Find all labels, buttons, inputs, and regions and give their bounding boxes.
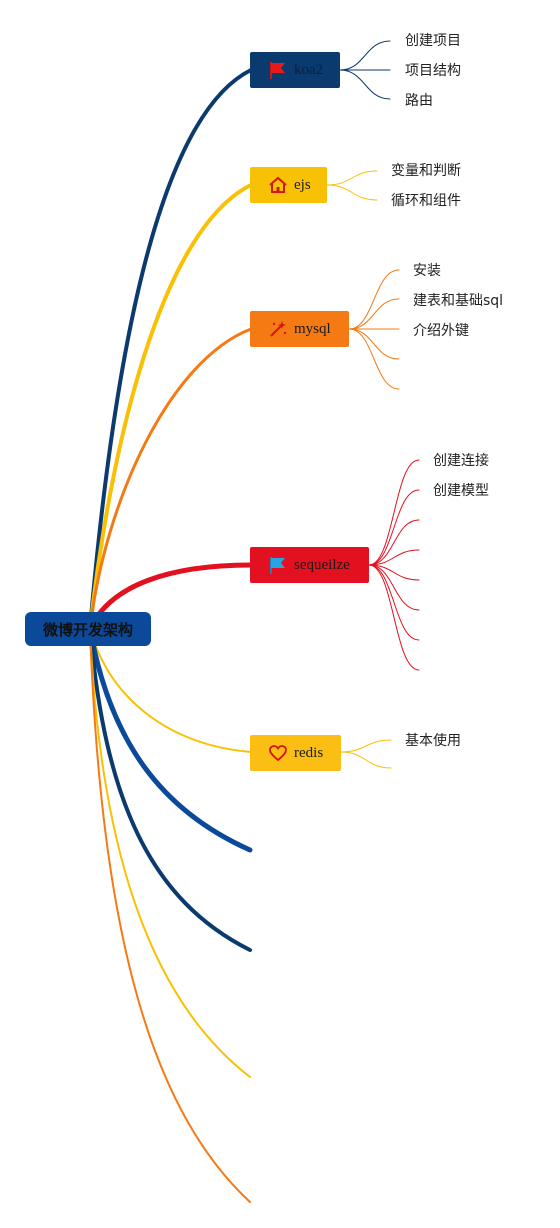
child-connector — [340, 751, 392, 769]
branch-koa2 — [88, 68, 253, 631]
branch-empty — [88, 627, 252, 952]
branch-mysql — [88, 327, 253, 631]
leaf-item[interactable]: 创建项目 — [405, 33, 461, 49]
magic-wand-icon — [268, 319, 288, 339]
heart-icon — [268, 743, 288, 763]
child-connector — [348, 328, 400, 360]
child-connector — [348, 298, 400, 330]
child-connector — [368, 564, 420, 611]
branch-redis — [89, 628, 252, 753]
child-connector — [340, 739, 392, 753]
root-topic-label: 微博开发架构 — [42, 620, 133, 639]
root-topic[interactable]: 微博开发架构 — [25, 612, 151, 646]
flag-icon — [268, 555, 288, 575]
branch-ejs — [88, 183, 253, 631]
leaf-item[interactable]: 创建模型 — [433, 483, 489, 499]
topic-redis[interactable]: redis — [250, 735, 341, 771]
topic-label: sequeilze — [294, 556, 350, 573]
child-lines — [326, 40, 420, 769]
topic-ejs[interactable]: ejs — [250, 167, 327, 203]
branch-empty — [89, 628, 251, 1078]
child-connector — [326, 170, 378, 186]
child-connector — [348, 269, 400, 330]
leaf-item[interactable]: 基本使用 — [405, 733, 461, 749]
leaf-item[interactable]: 安装 — [413, 263, 441, 279]
branch-empty — [87, 626, 253, 853]
flag-icon — [268, 60, 288, 80]
home-icon — [268, 175, 288, 195]
topic-label: redis — [294, 744, 324, 761]
child-connector — [368, 564, 420, 581]
child-connector — [339, 40, 391, 71]
leaf-item-label: 建表和基础sql — [413, 293, 504, 309]
topic-label: mysql — [294, 320, 331, 337]
child-connector — [326, 184, 378, 201]
child-connector — [368, 564, 420, 671]
leaf-item[interactable]: 建表和基础sql — [413, 293, 503, 309]
leaf-item[interactable]: 路由 — [405, 93, 433, 109]
child-connector — [368, 519, 420, 566]
topic-koa2[interactable]: koa2 — [250, 52, 340, 88]
topic-mysql[interactable]: mysql — [250, 311, 349, 347]
child-connector — [368, 489, 420, 566]
child-connector — [368, 459, 420, 566]
topic-sequeilze[interactable]: sequeilze — [250, 547, 369, 583]
leaf-item[interactable]: 介绍外键 — [413, 323, 469, 339]
topic-label: ejs — [294, 176, 311, 193]
child-connector — [368, 564, 420, 641]
child-connector — [368, 549, 420, 566]
topic-label: koa2 — [294, 61, 324, 78]
leaf-item[interactable]: 变量和判断 — [391, 163, 461, 179]
leaf-item[interactable]: 创建连接 — [433, 453, 489, 469]
branch-lines — [87, 68, 254, 1203]
child-connector — [348, 328, 400, 390]
child-connector — [339, 69, 391, 100]
leaf-item[interactable]: 项目结构 — [405, 63, 461, 79]
branch-empty — [89, 628, 251, 1203]
leaf-item[interactable]: 循环和组件 — [391, 193, 461, 209]
